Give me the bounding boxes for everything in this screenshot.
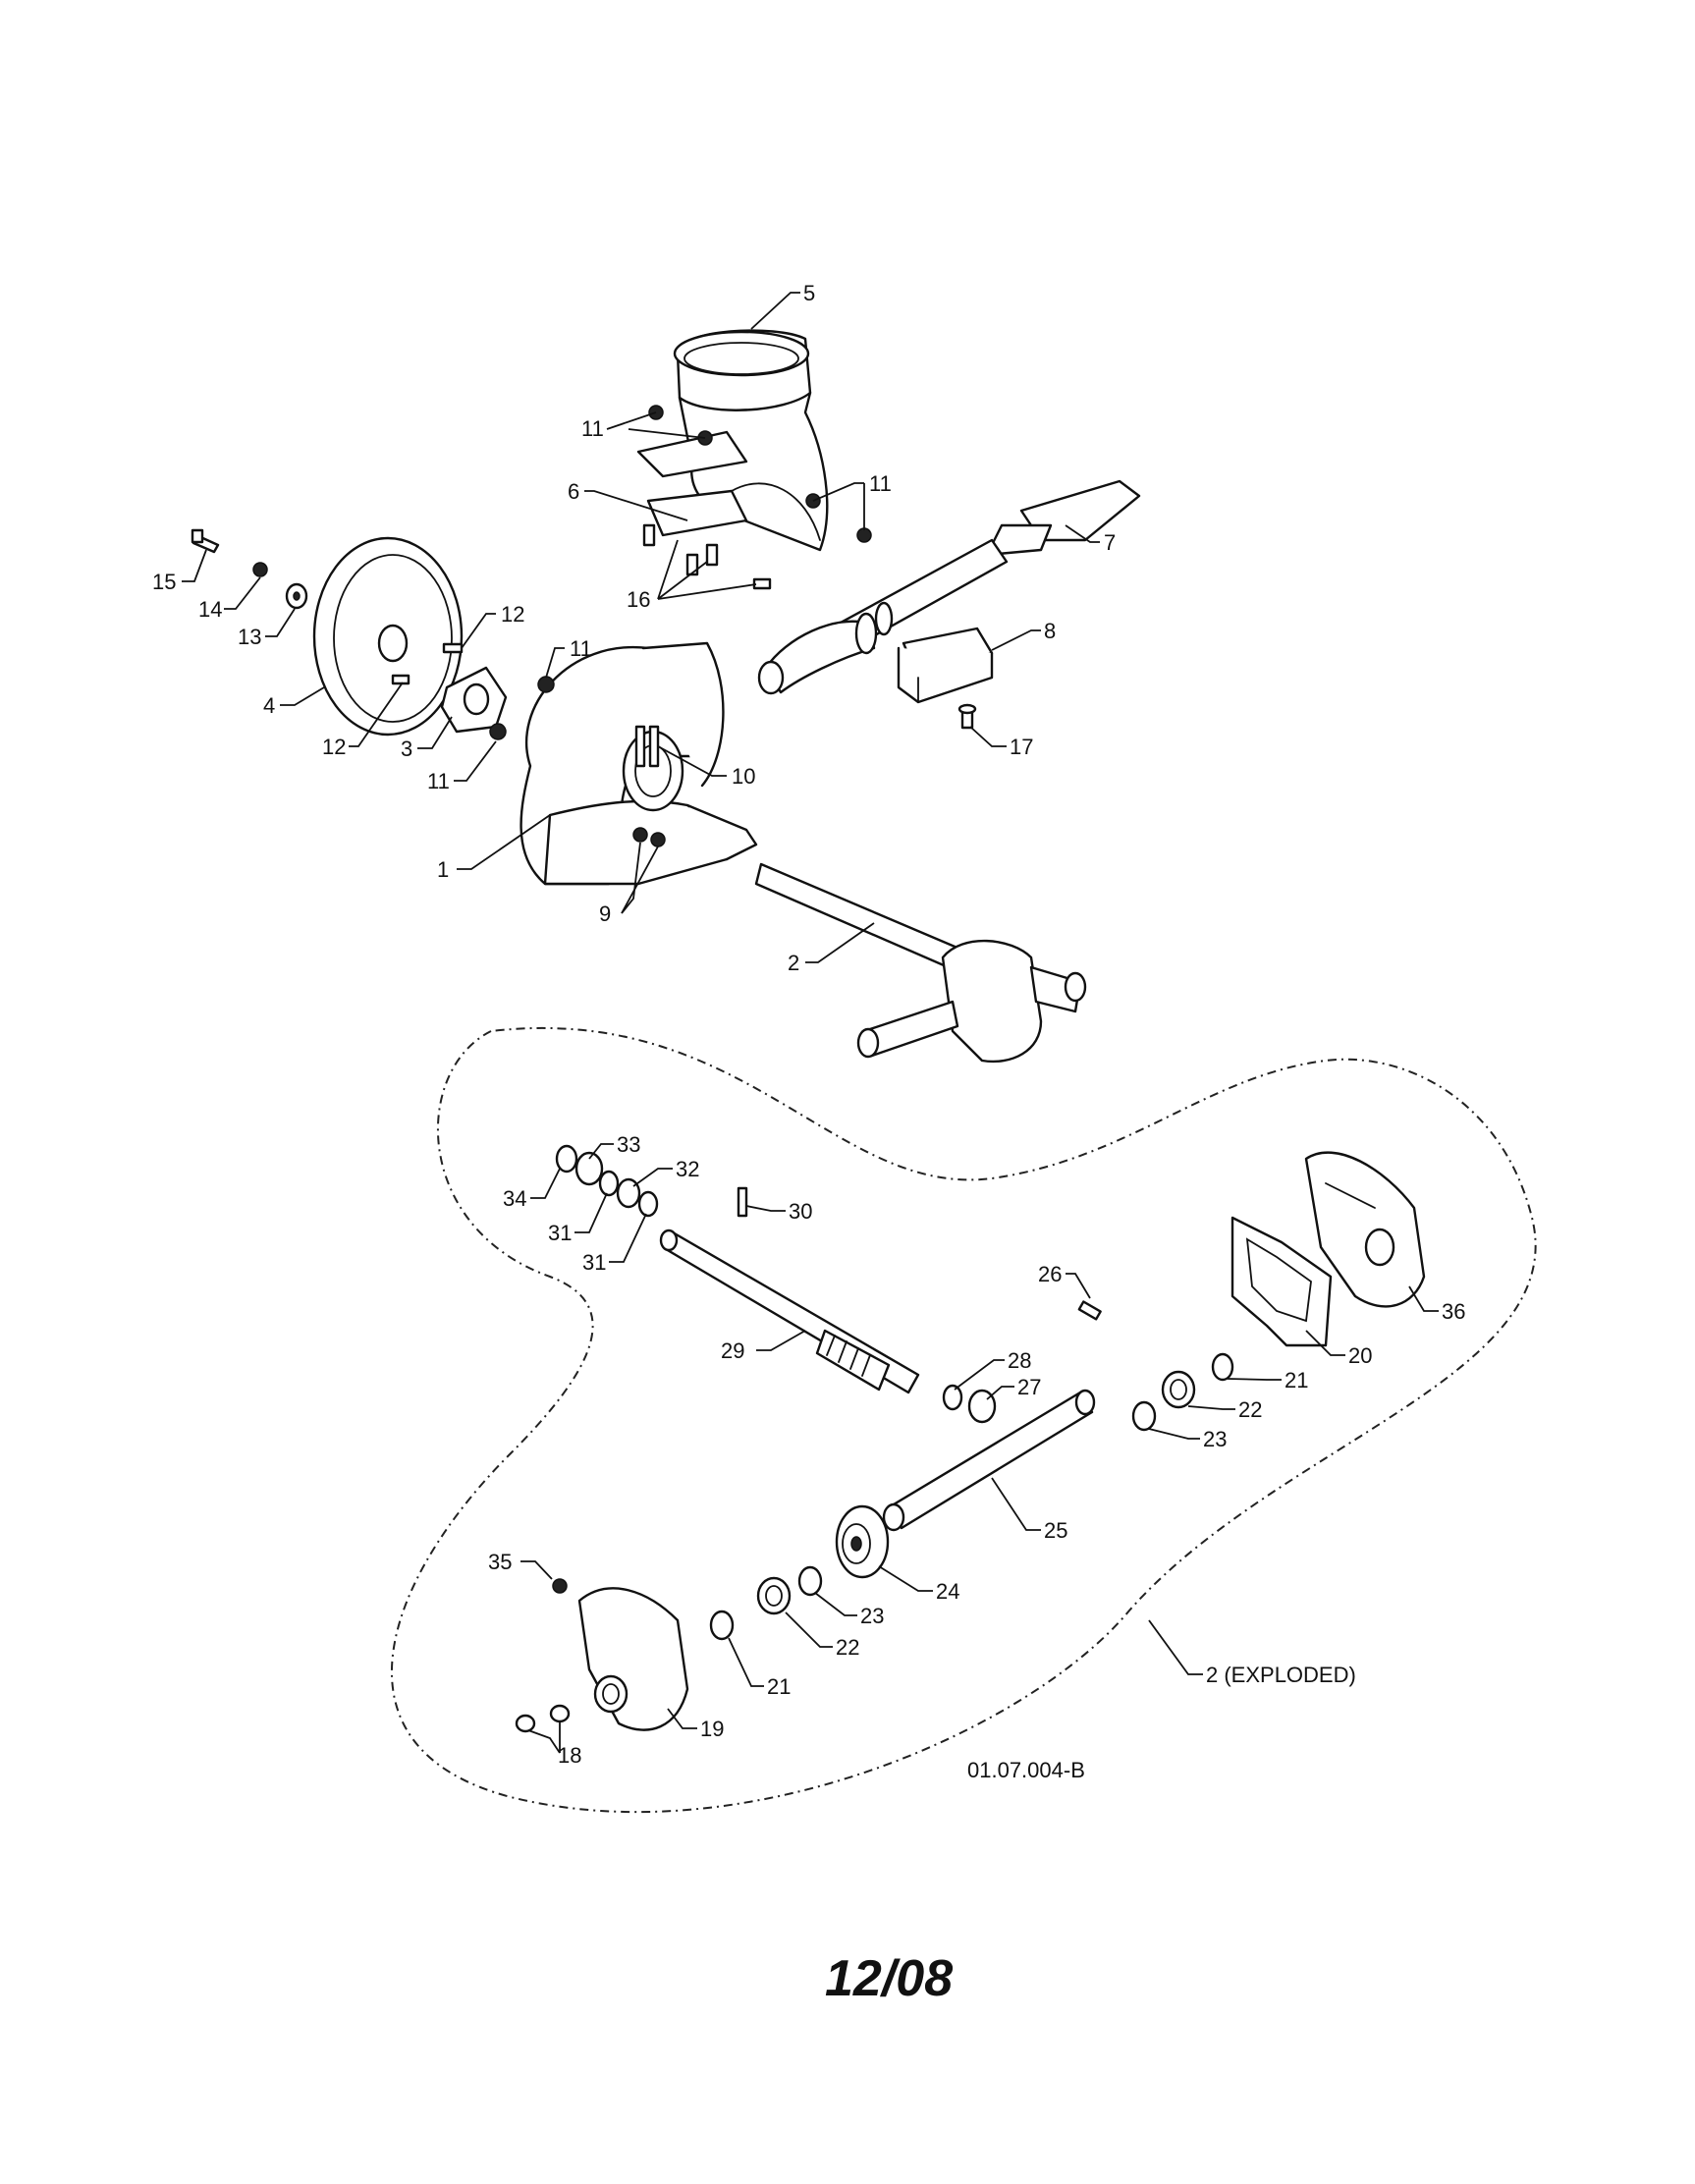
callout-2: 2 <box>788 951 799 975</box>
callout-21: 21 <box>1285 1368 1308 1392</box>
callout-23: 23 <box>860 1604 884 1628</box>
callout-23: 23 <box>1203 1427 1227 1451</box>
washer-28 <box>942 1384 963 1411</box>
callout-labels: 5 11 11 6 7 8 17 15 14 13 4 12 12 3 11 1… <box>152 281 1465 1782</box>
callout-22: 22 <box>836 1635 859 1660</box>
callout-17: 17 <box>1010 735 1033 759</box>
callout-27: 27 <box>1017 1375 1041 1399</box>
leader-lines <box>182 292 1439 1754</box>
screw-17 <box>957 703 977 730</box>
crank-bracket <box>897 627 994 704</box>
callout-34: 34 <box>503 1186 526 1211</box>
pulley <box>312 536 464 737</box>
callout-11: 11 <box>427 769 450 793</box>
callout-15: 15 <box>152 570 176 594</box>
callout-19: 19 <box>700 1717 724 1741</box>
callout-18: 18 <box>558 1743 581 1768</box>
callout-13: 13 <box>238 625 261 649</box>
worm-gear-24 <box>835 1504 890 1579</box>
callout-36: 36 <box>1442 1299 1465 1324</box>
worm-shaft-29 <box>659 1228 920 1394</box>
nut-11-chute-d <box>856 527 872 543</box>
axle-25 <box>882 1389 1096 1532</box>
callout-35: 35 <box>488 1550 512 1574</box>
washer-31-b <box>637 1190 659 1218</box>
bolt-12-lower <box>391 674 410 685</box>
callout-29: 29 <box>721 1338 744 1363</box>
screws-18 <box>515 1704 571 1733</box>
bushing-22-lower <box>756 1576 792 1615</box>
callout-31: 31 <box>548 1221 572 1245</box>
callout-14: 14 <box>198 597 222 622</box>
callout-9: 9 <box>599 901 611 926</box>
callout-11: 11 <box>869 471 892 496</box>
callout-10: 10 <box>732 764 755 789</box>
gasket-20 <box>1230 1216 1333 1347</box>
pin-30 <box>737 1186 748 1218</box>
callout-4: 4 <box>263 693 275 718</box>
fitting-35 <box>552 1578 568 1594</box>
callout-11: 11 <box>570 636 592 661</box>
callout-11: 11 <box>581 416 604 441</box>
callout-24: 24 <box>936 1579 959 1604</box>
bolt-15 <box>191 528 220 554</box>
bolt-12-upper <box>442 642 464 654</box>
page-label: 12/08 <box>825 1950 954 2007</box>
callout-20: 20 <box>1348 1343 1372 1368</box>
exploded-view-boundary <box>390 1026 1537 1814</box>
callout-8: 8 <box>1044 619 1056 643</box>
nut-11-housing <box>537 676 555 693</box>
callout-6: 6 <box>568 479 579 504</box>
callout-26: 26 <box>1038 1262 1062 1286</box>
callout-12: 12 <box>501 602 524 627</box>
callout-25: 25 <box>1044 1518 1067 1543</box>
nut-14 <box>252 562 268 577</box>
gearbox-half-19 <box>577 1587 689 1731</box>
callout-30: 30 <box>789 1199 812 1224</box>
bearing-flange <box>440 666 508 734</box>
washer-23-lower <box>797 1565 823 1597</box>
washer-13 <box>285 582 308 610</box>
washer-31-a <box>598 1170 620 1197</box>
bushing-33 <box>574 1151 604 1186</box>
callout-12: 12 <box>322 735 346 759</box>
callout-21: 21 <box>767 1674 791 1699</box>
seal-21-upper <box>1211 1352 1234 1382</box>
callout-3: 3 <box>401 737 412 761</box>
chute-ring <box>673 329 812 411</box>
callout-16: 16 <box>627 587 650 612</box>
bolts-16 <box>642 523 772 590</box>
nut-11-flange <box>489 723 507 740</box>
gearbox-half-36 <box>1304 1151 1426 1308</box>
drawing-number: 01.07.004-B <box>967 1758 1085 1782</box>
callout-28: 28 <box>1008 1348 1031 1373</box>
callout-7: 7 <box>1104 530 1116 555</box>
callout-1: 1 <box>437 857 449 882</box>
key-26 <box>1077 1300 1102 1321</box>
chute-crank <box>757 479 1141 695</box>
bolts-9 <box>632 827 666 847</box>
callout-5: 5 <box>803 281 815 305</box>
exploded-label: 2 (EXPLODED) <box>1206 1663 1356 1687</box>
callout-33: 33 <box>617 1132 640 1157</box>
callout-22: 22 <box>1238 1397 1262 1422</box>
seal-21-lower <box>709 1610 735 1641</box>
bushing-22-upper <box>1161 1370 1196 1409</box>
chute-body <box>636 391 829 552</box>
callout-31: 31 <box>582 1250 606 1275</box>
callout-32: 32 <box>676 1157 699 1181</box>
washer-34 <box>555 1144 578 1174</box>
washer-23-upper <box>1131 1400 1157 1432</box>
